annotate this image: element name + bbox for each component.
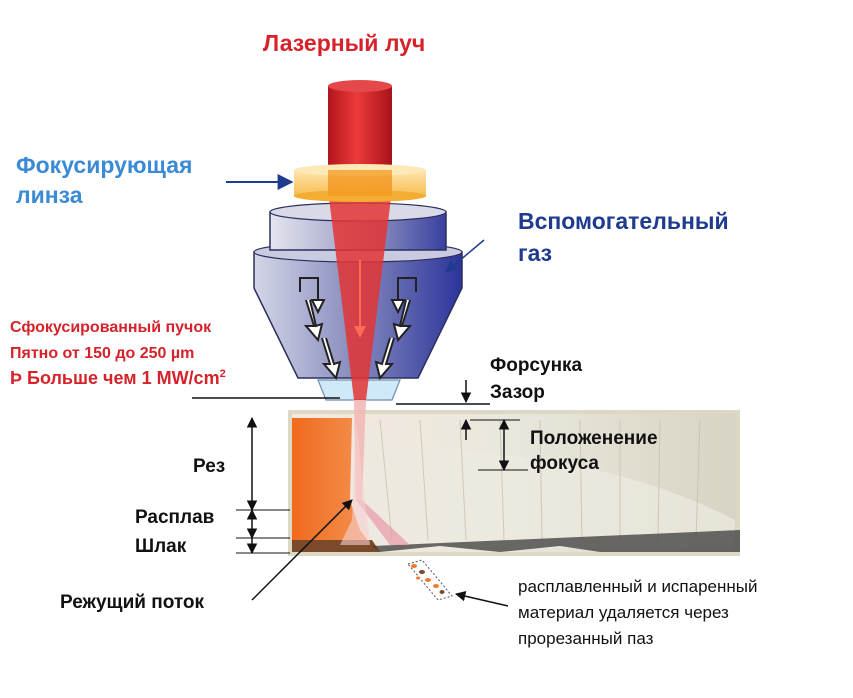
power-value: 1 MW/cm (141, 368, 220, 388)
workpiece (288, 410, 740, 556)
pointer-lines (192, 174, 528, 607)
assist-gas-label-line1: Вспомогательный (518, 208, 729, 234)
removed-line1: расплавленный и испаренный (518, 577, 758, 596)
gas-flow-arrows (299, 277, 417, 381)
removed-material-label: расплавленный и испаренный материал удал… (518, 574, 758, 652)
striations (379, 419, 701, 541)
cut-label: Рез (193, 456, 226, 477)
cut-face (292, 418, 372, 546)
laser-beam (328, 80, 410, 545)
removed-pointer (454, 591, 509, 607)
assist-gas-label: Вспомогательный газ (518, 205, 729, 269)
focus-position-line2: фокуса (530, 453, 599, 474)
focusing-lens (294, 164, 426, 202)
cutting-stream-label: Режущий поток (60, 592, 205, 613)
spot-size-line: Пятно от 150 до 250 µm (10, 345, 195, 362)
nozzle-label: Форсунка (490, 355, 583, 376)
ejected-particles (407, 559, 453, 601)
stream-pointer (251, 499, 353, 601)
focusing-lens-label: Фокусирующая линза (16, 150, 192, 210)
melt-label: Расплав (135, 507, 215, 528)
power-density-label: Þ Больше чем 1 MW/cm2 (10, 368, 226, 389)
power-exponent: 2 (219, 368, 226, 380)
bottom-dross (372, 530, 740, 552)
dross-label: Шлак (135, 536, 187, 557)
focusing-lens-label-line1: Фокусирующая (16, 152, 193, 178)
focused-beam-line: Сфокусированный пучок (10, 319, 212, 336)
focusing-lens-label-line2: линза (16, 182, 83, 208)
power-prefix: Þ Больше чем (10, 368, 137, 388)
focus-position-line1: Положенение (530, 428, 658, 449)
removed-line3: прорезанный паз (518, 629, 654, 648)
laser-beam-label: Лазерный луч (263, 30, 426, 56)
gap-label: Зазор (490, 382, 545, 403)
nozzle-gap-label: Форсунка Зазор (490, 352, 582, 406)
removed-line2: материал удаляется через (518, 603, 729, 622)
assist-gas-label-line2: газ (518, 240, 553, 266)
focused-beam-label: Сфокусированный пучок Пятно от 150 до 25… (10, 315, 211, 367)
focus-position-label: Положенение фокуса (530, 426, 658, 476)
gas-pointer (445, 239, 485, 273)
